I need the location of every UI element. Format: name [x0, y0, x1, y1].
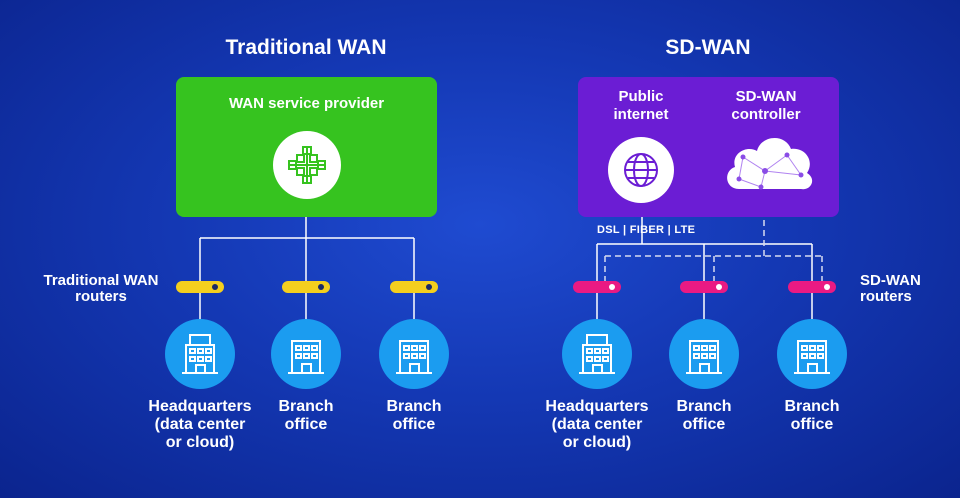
building-icon [396, 340, 432, 374]
building-icon [579, 334, 615, 374]
sdwan-router-hq [573, 281, 621, 293]
building-icon [686, 340, 722, 374]
traditional-wan-title: Traditional WAN [225, 36, 387, 59]
building-icon [182, 334, 218, 374]
sdwan-internet-links [596, 195, 813, 322]
sdwan-branch-label-1: Branch office [676, 398, 732, 433]
wan-service-provider-label: WAN service provider [228, 95, 385, 112]
sdwan-hq-site [562, 319, 632, 389]
public-internet-label: Public internet [613, 88, 669, 123]
traditional-wan-links [199, 190, 415, 322]
traditional-routers-label: Traditional WAN routers [43, 272, 159, 305]
sdwan-hq-label: Headquarters (data center or cloud) [545, 398, 649, 451]
traditional-router-branch-1 [282, 281, 330, 293]
building-icon [794, 340, 830, 374]
sdwan-routers-label: SD-WAN routers [860, 272, 921, 305]
globe-icon [608, 137, 674, 203]
connection-types-label: DSL | FIBER | LTE [597, 224, 696, 236]
traditional-branch-label-1: Branch office [278, 398, 334, 433]
network-hub-icon [273, 131, 341, 199]
sdwan-router-branch-1 [680, 281, 728, 293]
cloud-controller-icon [721, 127, 817, 197]
traditional-hq-label: Headquarters (data center or cloud) [148, 398, 252, 451]
sdwan-branch-site-1 [669, 319, 739, 389]
sdwan-controller-label: SD-WAN controller [731, 88, 801, 123]
sdwan-branch-label-2: Branch office [784, 398, 840, 433]
traditional-hq-site [165, 319, 235, 389]
sdwan-branch-site-2 [777, 319, 847, 389]
sdwan-services-box: Public internet SD-WAN controller [578, 77, 839, 217]
traditional-branch-site-2 [379, 319, 449, 389]
sdwan-title: SD-WAN [665, 36, 751, 59]
traditional-router-hq [176, 281, 224, 293]
building-icon [288, 340, 324, 374]
traditional-router-branch-2 [390, 281, 438, 293]
traditional-branch-site-1 [271, 319, 341, 389]
wan-service-provider-box: WAN service provider [176, 77, 437, 217]
traditional-branch-label-2: Branch office [386, 398, 442, 433]
sdwan-router-branch-2 [788, 281, 836, 293]
